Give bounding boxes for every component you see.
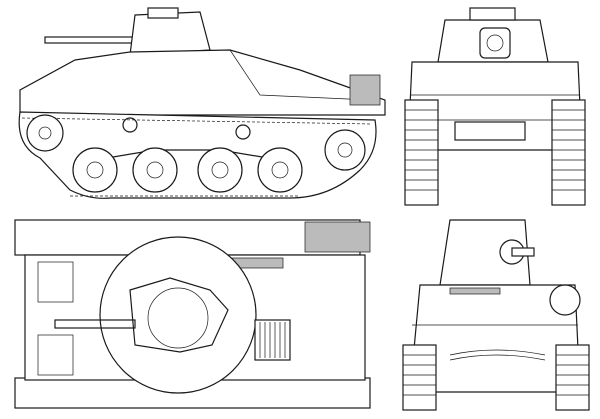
return-roller [122, 117, 138, 133]
side-view [18, 7, 386, 199]
gun-top [54, 319, 136, 329]
track-right [551, 99, 586, 206]
cupola [147, 7, 179, 19]
gun-mantlet [479, 27, 511, 59]
road-wheels [72, 147, 303, 193]
return-roller [235, 124, 251, 140]
main-gun [44, 36, 138, 44]
drive-sprocket [26, 114, 64, 152]
track-rear-left [402, 344, 437, 411]
top-view [14, 219, 371, 409]
track-left [404, 99, 439, 206]
rear-view [402, 219, 590, 411]
engine-grille [254, 319, 291, 361]
front-plate [454, 121, 526, 141]
track-side [18, 111, 377, 199]
idler-rear [549, 284, 581, 316]
front-view [404, 7, 586, 206]
hull-side [19, 49, 386, 116]
track-rear-right [555, 344, 590, 411]
idler-wheel [324, 129, 366, 171]
exhaust-muffler [304, 221, 371, 253]
hatch [147, 287, 209, 349]
exhaust [349, 74, 381, 106]
